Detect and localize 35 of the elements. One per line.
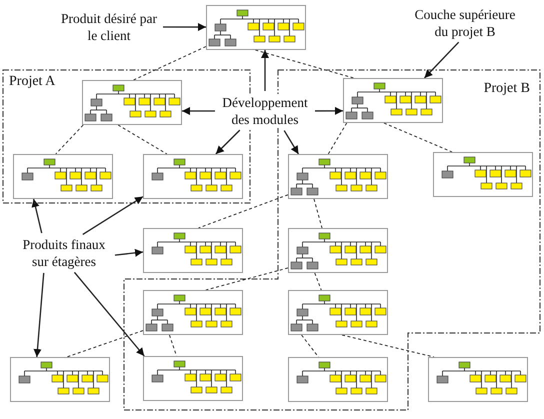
arrow xyxy=(114,248,144,257)
arrow xyxy=(163,23,206,32)
dashed-connector xyxy=(66,330,144,358)
dashed-connector xyxy=(328,122,348,154)
arrow xyxy=(82,196,144,235)
arrow xyxy=(315,106,343,115)
dashed-connector xyxy=(342,334,434,358)
dashed-connector xyxy=(314,272,322,290)
arrow xyxy=(424,42,460,78)
hierarchy-card xyxy=(428,357,528,402)
hierarchy-card xyxy=(13,154,113,199)
arrow xyxy=(74,272,145,356)
arrow xyxy=(261,50,269,91)
region-title: Projet B xyxy=(484,80,530,97)
dashed-connector xyxy=(254,50,354,78)
arrow xyxy=(32,198,42,234)
dashed-connector xyxy=(383,122,453,152)
arrow xyxy=(182,107,215,116)
dashed-connector xyxy=(169,334,177,356)
dashed-connector xyxy=(301,334,319,358)
arrow xyxy=(34,272,44,358)
hierarchy-card xyxy=(143,356,243,401)
dashed-connector xyxy=(118,124,168,154)
dashed-connector xyxy=(133,46,206,80)
hierarchy-card xyxy=(10,357,110,402)
hierarchy-card xyxy=(143,154,243,199)
dashed-connector xyxy=(198,194,288,228)
hierarchy-card xyxy=(143,228,243,273)
arrow xyxy=(215,130,240,154)
hierarchy-card xyxy=(433,152,533,197)
region-title: Projet A xyxy=(9,73,56,90)
hierarchy-card xyxy=(288,357,388,402)
arrow xyxy=(284,130,299,154)
dashed-connector xyxy=(55,124,84,154)
dashed-connector xyxy=(314,198,322,228)
